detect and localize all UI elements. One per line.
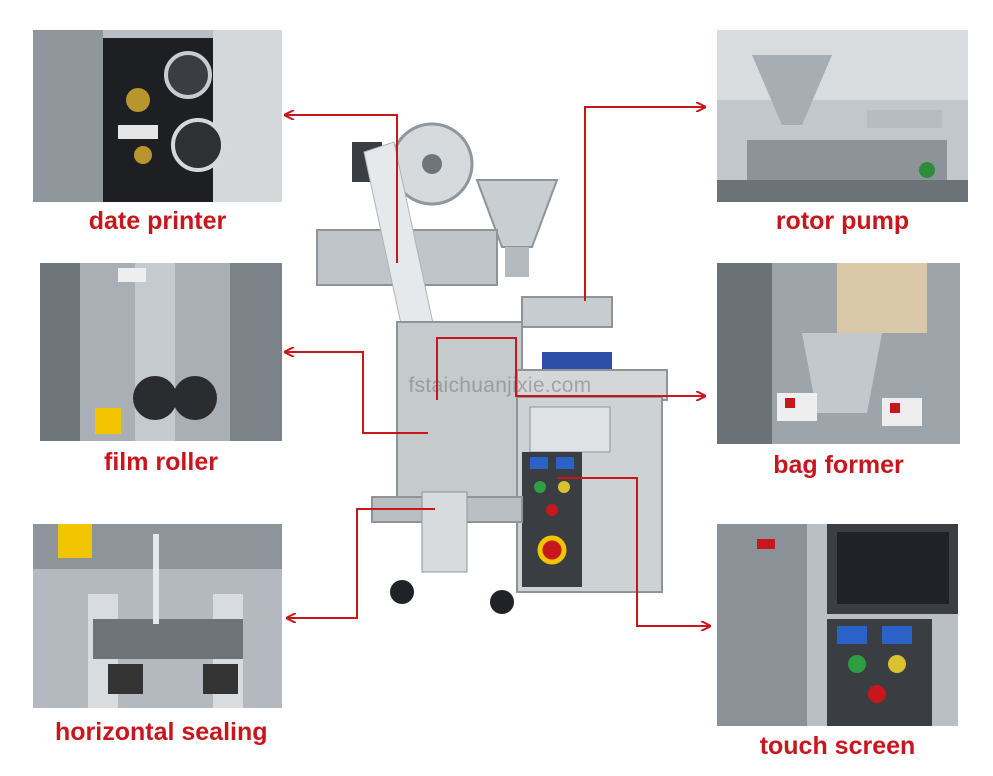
film-roller-photo <box>40 263 282 441</box>
rotor-pump-photo <box>717 30 968 202</box>
caption-bag-former: bag former <box>773 451 904 479</box>
watermark-text: fstaichuanjixie.com <box>408 374 592 397</box>
touch-screen-photo <box>717 524 958 726</box>
packaging-machine-photo <box>312 112 672 617</box>
caption-touch-screen: touch screen <box>759 732 916 760</box>
date-printer-photo <box>33 30 282 202</box>
caption-date-printer: date printer <box>88 207 227 235</box>
horizontal-sealing-photo <box>33 524 282 708</box>
caption-horizontal-sealing: horizontal sealing <box>55 718 268 746</box>
caption-film-roller: film roller <box>104 448 218 476</box>
caption-rotor-pump: rotor pump <box>775 207 910 235</box>
bag-former-photo <box>717 263 960 444</box>
